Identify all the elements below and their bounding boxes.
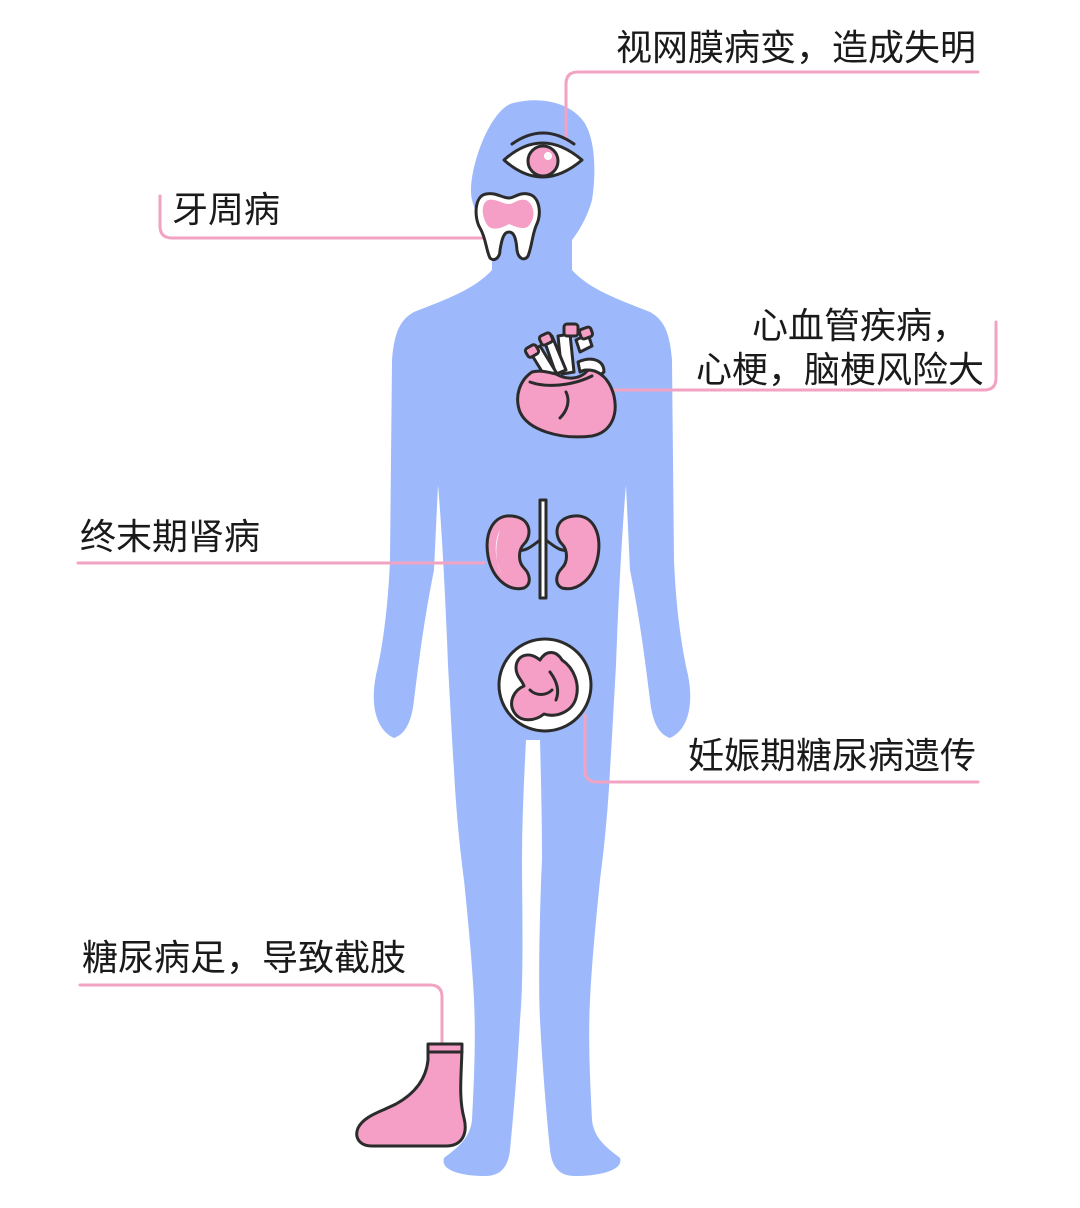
heart-icon [516,322,617,439]
foot-icon [355,1042,467,1148]
heart-leader-line [610,320,998,392]
kidney-complication-label: 终末期肾病 [80,517,260,558]
pregnancy-complication-label: 妊娠期糖尿病遗传 [688,736,976,777]
foot-complication-label: 糖尿病足，导致截肢 [82,938,406,979]
leader-lines [76,70,998,1046]
foot-leader-line [78,983,444,1046]
teeth-leader-line [158,194,486,240]
pregnancy-leader-line [583,713,980,784]
eye-leader-line [564,70,980,142]
heart-complication-label-line2: 心梗，脑梗风险大 [696,350,984,391]
heart-complication-label-line1: 心血管疾病， [752,306,968,347]
tooth-icon [474,192,541,262]
body-silhouette [373,100,691,1177]
kidneys-icon [485,498,601,600]
teeth-complication-label: 牙周病 [172,190,280,231]
body-shape [373,100,691,1177]
labels: 视网膜病变，造成失明 牙周病 心血管疾病， 心梗，脑梗风险大 终末期肾病 妊娠期… [80,28,984,979]
eye-icon [502,131,584,179]
fetus-icon [497,637,593,733]
eye-complication-label: 视网膜病变，造成失明 [616,28,976,69]
